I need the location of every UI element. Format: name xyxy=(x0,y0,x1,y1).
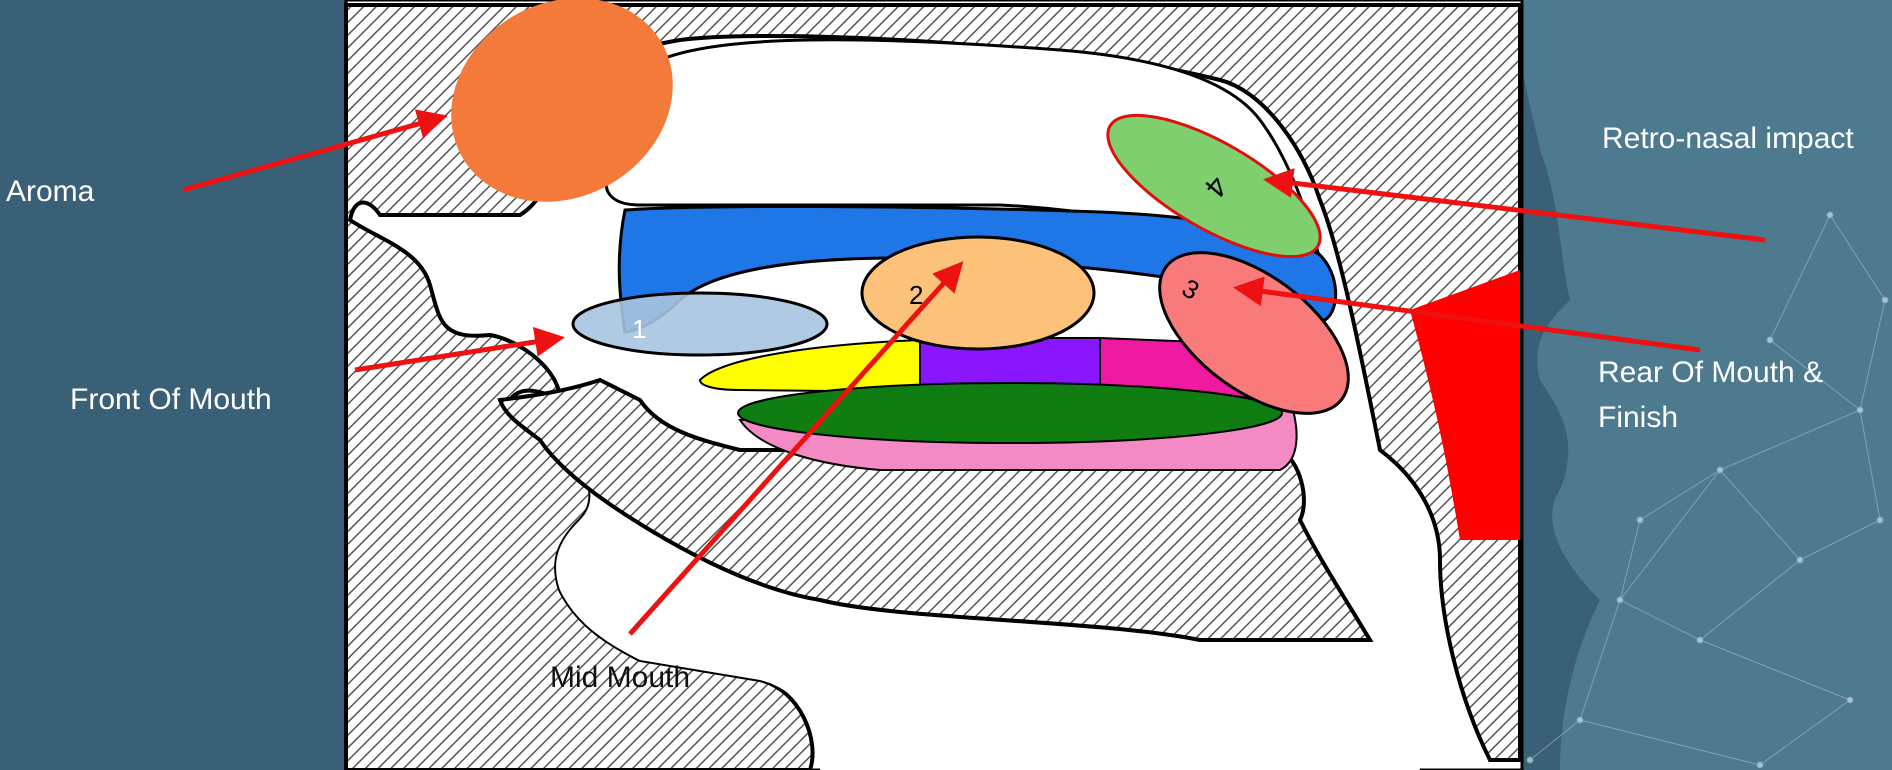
front-of-mouth-label: Front Of Mouth xyxy=(70,378,272,422)
retro-nasal-label: Retro-nasal impact xyxy=(1602,117,1854,161)
mid-mouth-label: Mid Mouth xyxy=(550,656,690,700)
rear-of-mouth-line-1: Rear Of Mouth & xyxy=(1598,350,1823,395)
zone-1-number: 1 xyxy=(632,314,646,344)
rear-of-mouth-line-2: Finish xyxy=(1598,395,1823,440)
mouth-diagram: 1 2 3 4 xyxy=(346,0,1522,770)
rear-of-mouth-label: Rear Of Mouth & Finish xyxy=(1598,350,1823,440)
zone-1-ellipse xyxy=(573,293,827,355)
aroma-label: Aroma xyxy=(6,170,94,214)
tongue-green xyxy=(738,383,1282,443)
